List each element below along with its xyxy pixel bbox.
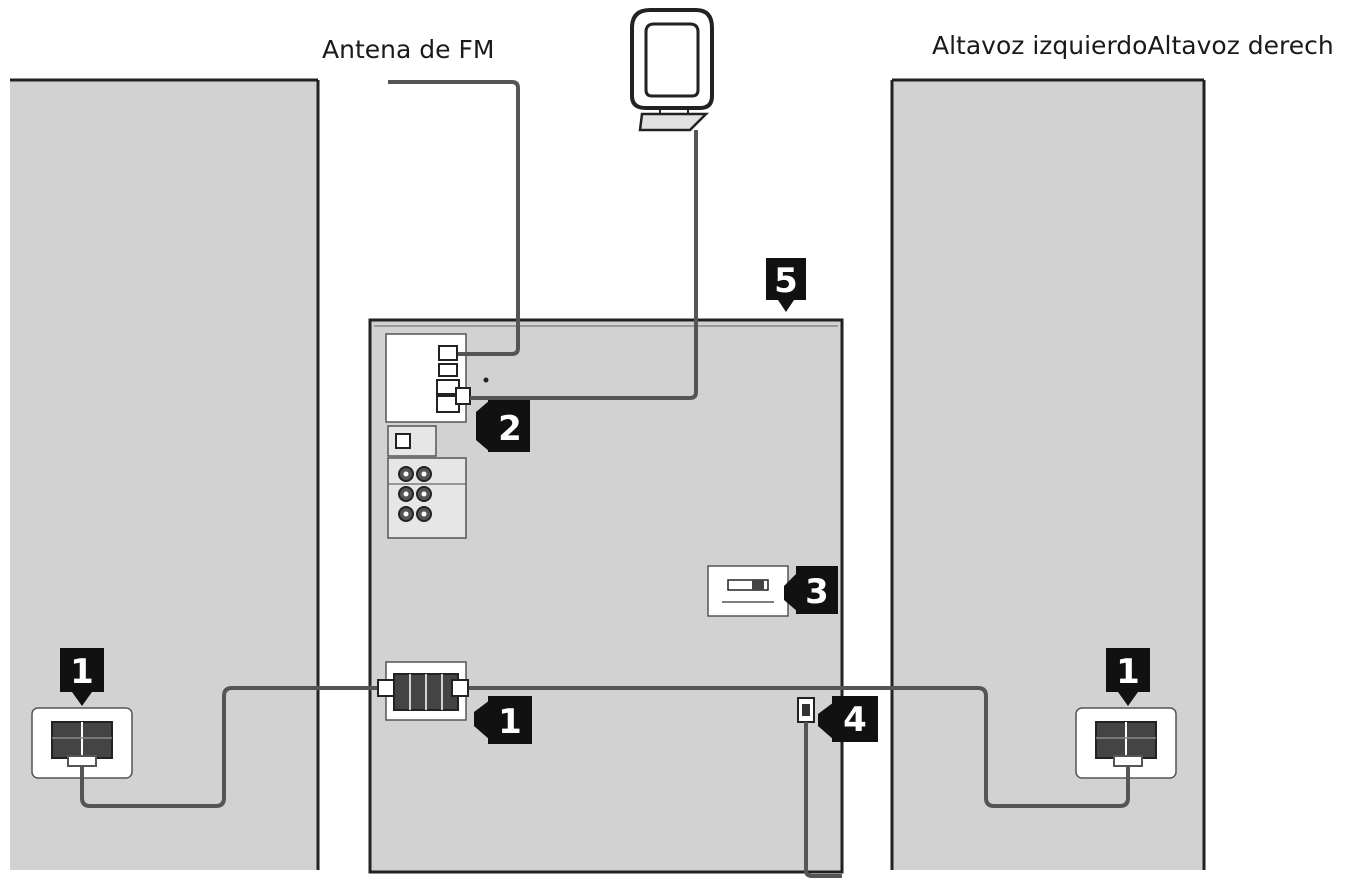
right-speaker-terminals bbox=[1075, 707, 1177, 779]
speakers-header-label: Altavoz izquierdoAltavoz derech bbox=[932, 31, 1334, 60]
voltage-selector-panel bbox=[707, 565, 789, 617]
main-unit bbox=[368, 318, 844, 874]
right-speaker-cable bbox=[454, 686, 1130, 808]
svg-text:1: 1 bbox=[70, 652, 94, 692]
am-antenna-wire bbox=[470, 130, 698, 400]
callout-1-left: 1 bbox=[60, 648, 104, 706]
svg-text:2: 2 bbox=[498, 409, 522, 449]
callout-3: 3 bbox=[784, 566, 838, 614]
callout-4: 4 bbox=[818, 696, 878, 742]
svg-text:3: 3 bbox=[805, 572, 829, 612]
svg-text:5: 5 bbox=[774, 261, 798, 301]
callout-2: 2 bbox=[476, 400, 530, 452]
fm-antenna-label: Antena de FM bbox=[322, 35, 494, 64]
left-speaker-cable bbox=[80, 686, 380, 808]
callout-1-right: 1 bbox=[1106, 648, 1150, 706]
callout-5: 5 bbox=[766, 258, 806, 312]
power-cord bbox=[804, 722, 842, 878]
fm-antenna-wire bbox=[388, 80, 520, 356]
svg-text:4: 4 bbox=[843, 700, 867, 740]
svg-text:1: 1 bbox=[498, 702, 522, 742]
am-loop-antenna bbox=[630, 8, 714, 132]
callout-1-center: 1 bbox=[474, 696, 532, 744]
svg-text:1: 1 bbox=[1116, 652, 1140, 692]
cables bbox=[80, 80, 1130, 878]
